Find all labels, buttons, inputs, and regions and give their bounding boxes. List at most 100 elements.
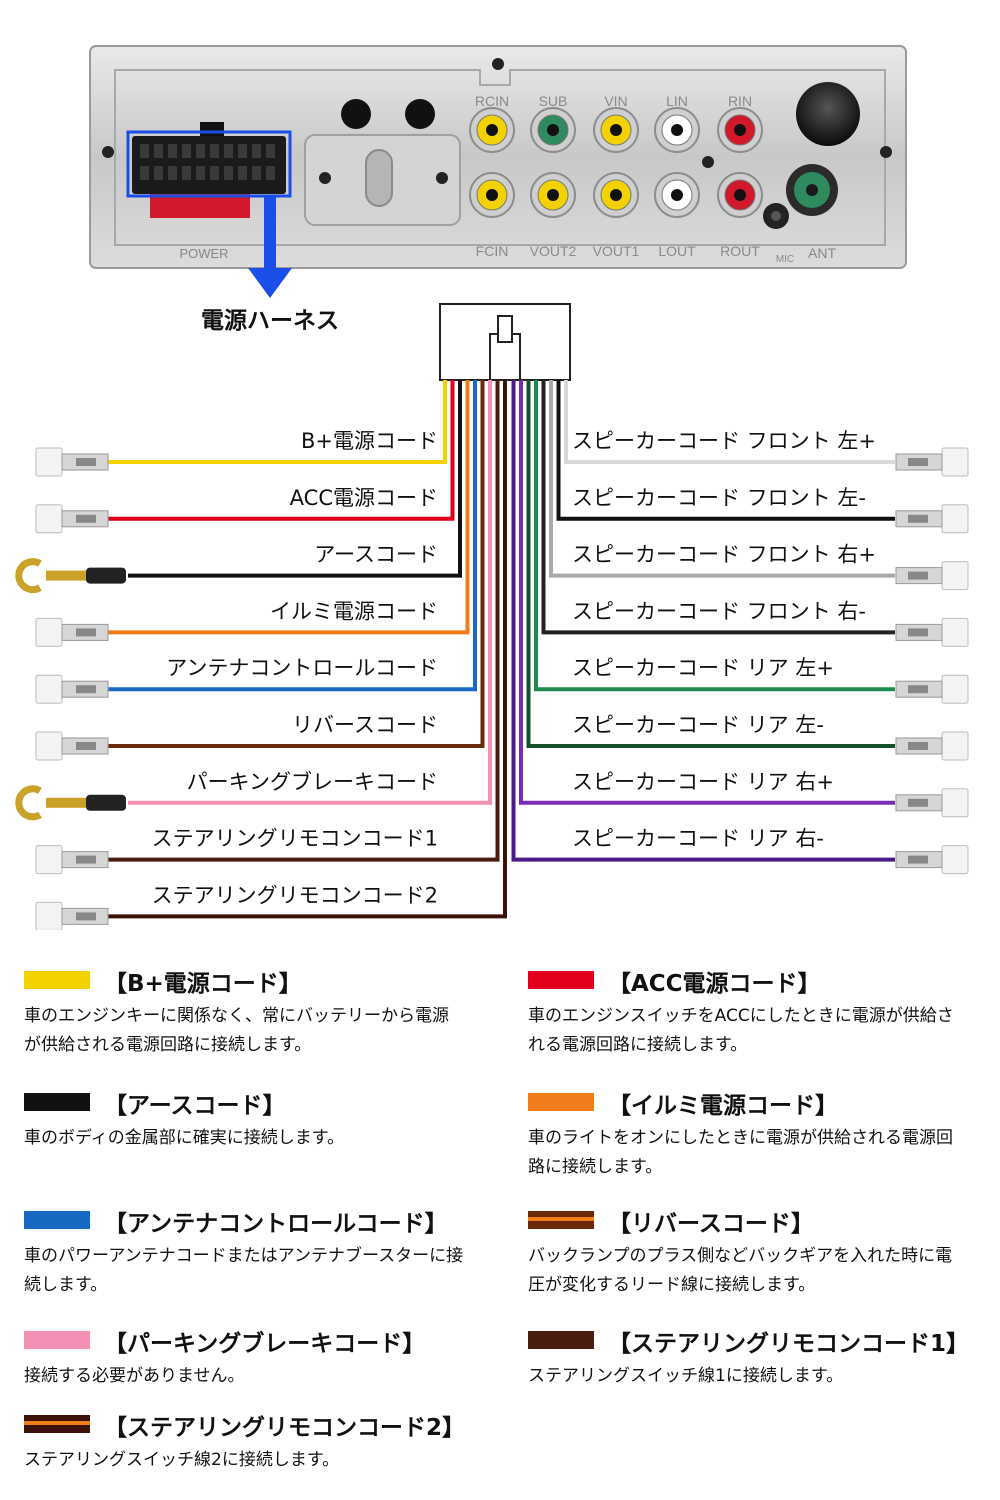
wire-label-left: B+電源コード: [301, 429, 438, 453]
legend-title: 【B+電源コード】: [104, 971, 302, 997]
connector-pin: [196, 144, 205, 158]
spade-terminal: [35, 845, 109, 875]
wire-label-right: スピーカーコード フロント 左+: [572, 429, 876, 453]
legend-title: 【リバースコード】: [608, 1211, 814, 1237]
port-label-bottom: VOUT1: [593, 243, 640, 259]
legend-desc: 車のライトをオンにしたときに電源が供給される電源回路に接続します。: [528, 1128, 953, 1177]
wire-right: [556, 380, 895, 521]
harness-label: 電源ハーネス: [201, 308, 339, 334]
legend-title: 【イルミ電源コード】: [608, 1093, 838, 1119]
wire-left: [108, 380, 507, 919]
harness-connector: [439, 303, 571, 381]
wire-right: [526, 380, 895, 748]
power-connector-highlight: [126, 130, 292, 198]
spade-terminal: [35, 674, 109, 704]
wire-right: [519, 380, 895, 805]
spade-terminal: [895, 617, 969, 647]
wire-labels: B+電源コード ACC電源コードアースコードイルミ電源コードアンテナコントロールコ…: [152, 429, 876, 907]
legend-title: 【アンテナコントロールコード】: [104, 1211, 448, 1237]
legend-desc: ステアリングスイッチ線2に接続します。: [24, 1450, 340, 1470]
wires: [15, 380, 969, 930]
connector-pin: [140, 144, 149, 158]
connector-pin: [168, 144, 177, 158]
connector-pin: [154, 144, 163, 158]
wire-right: [511, 380, 895, 862]
connector-pin: [182, 144, 191, 158]
fork-terminal: [15, 785, 126, 821]
power-label: POWER: [179, 246, 228, 261]
wire-label-left: ACC電源コード: [290, 486, 438, 510]
port-label-top: VIN: [604, 93, 627, 109]
spade-terminal: [895, 561, 969, 591]
spade-terminal: [895, 447, 969, 477]
mic-label: MIC: [776, 254, 794, 265]
legend-swatch: [24, 1415, 90, 1433]
legend-title: 【パーキングブレーキコード】: [104, 1331, 426, 1357]
connector-pin: [210, 144, 219, 158]
spade-terminal: [35, 504, 109, 534]
connector-pin: [238, 166, 247, 180]
connector-pin: [182, 166, 191, 180]
legend-swatch: [24, 971, 90, 989]
wire-label-left: イルミ電源コード: [270, 599, 438, 623]
legend-desc: 車のエンジンスイッチをACCにしたときに電源が供給される電源回路に接続します。: [528, 1006, 954, 1055]
wire-label-left: パーキングブレーキコード: [187, 770, 438, 794]
spade-terminal: [895, 674, 969, 704]
legend-swatch: [24, 1211, 90, 1229]
spade-terminal: [35, 447, 109, 477]
wire-label-right: スピーカーコード フロント 右+: [572, 543, 876, 567]
legend-desc: 接続する必要がありません。: [24, 1366, 245, 1386]
wire-label-left: アースコード: [314, 543, 438, 567]
legend-title: 【ステアリングリモコンコード2】: [104, 1415, 466, 1441]
connector-pin: [168, 166, 177, 180]
connector-pin: [224, 166, 233, 180]
spade-terminal: [895, 788, 969, 818]
wire-left: [108, 380, 455, 521]
connector-pin: [266, 144, 275, 158]
wire-left: [108, 380, 470, 635]
wire-label-left: ステアリングリモコンコード1: [152, 827, 438, 851]
spade-terminal: [895, 845, 969, 875]
spade-terminal: [35, 901, 109, 930]
wire-label-right: スピーカーコード リア 右-: [572, 827, 824, 851]
wire-label-left: ステアリングリモコンコード2: [152, 883, 438, 907]
legend-title: 【アースコード】: [104, 1093, 286, 1119]
connector-pin: [210, 166, 219, 180]
spade-terminal: [35, 617, 109, 647]
port-label-top: LIN: [666, 93, 688, 109]
port-label-bottom: ROUT: [720, 243, 760, 259]
wire-label-right: スピーカーコード リア 右+: [572, 770, 834, 794]
legend-title: 【ACC電源コード】: [608, 971, 821, 997]
connector-pin: [266, 166, 275, 180]
connector-pin: [252, 144, 261, 158]
legend-desc: 車のエンジンキーに関係なく、常にバッテリーから電源が供給される電源回路に接続しま…: [24, 1006, 449, 1055]
connector-pin: [238, 144, 247, 158]
wire-left: [108, 380, 485, 748]
legend-desc: 車のボディの金属部に確実に接続します。: [24, 1128, 345, 1148]
connector-pin: [224, 144, 233, 158]
wire-right: [541, 380, 895, 635]
wire-label-right: スピーカーコード フロント 左-: [572, 486, 866, 510]
wire-right: [564, 380, 895, 464]
legend-title: 【ステアリングリモコンコード1】: [608, 1331, 970, 1357]
arrow-icon: [248, 196, 292, 298]
fork-terminal: [15, 558, 126, 594]
ant-label: ANT: [808, 245, 836, 261]
legend-swatch: [528, 971, 594, 989]
connector-pin: [154, 166, 163, 180]
port-label-top: RCIN: [475, 93, 509, 109]
legend-swatch: [528, 1093, 594, 1111]
connector-pin: [196, 166, 205, 180]
wire-label-left: アンテナコントロールコード: [166, 656, 438, 680]
head-unit-rear-panel: [89, 45, 907, 269]
legend-desc: バックランプのプラス側などバックギアを入れた時に電圧が変化するリード線に接続しま…: [528, 1246, 953, 1295]
wire-label-right: スピーカーコード リア 左+: [572, 656, 834, 680]
power-connector-fuse: [150, 190, 250, 218]
port-label-top: RIN: [728, 93, 752, 109]
connector-pin: [140, 166, 149, 180]
wire-right: [534, 380, 895, 692]
port-label-bottom: FCIN: [476, 243, 509, 259]
wire-label-right: スピーカーコード リア 左-: [572, 713, 824, 737]
wire-left: [128, 380, 492, 805]
